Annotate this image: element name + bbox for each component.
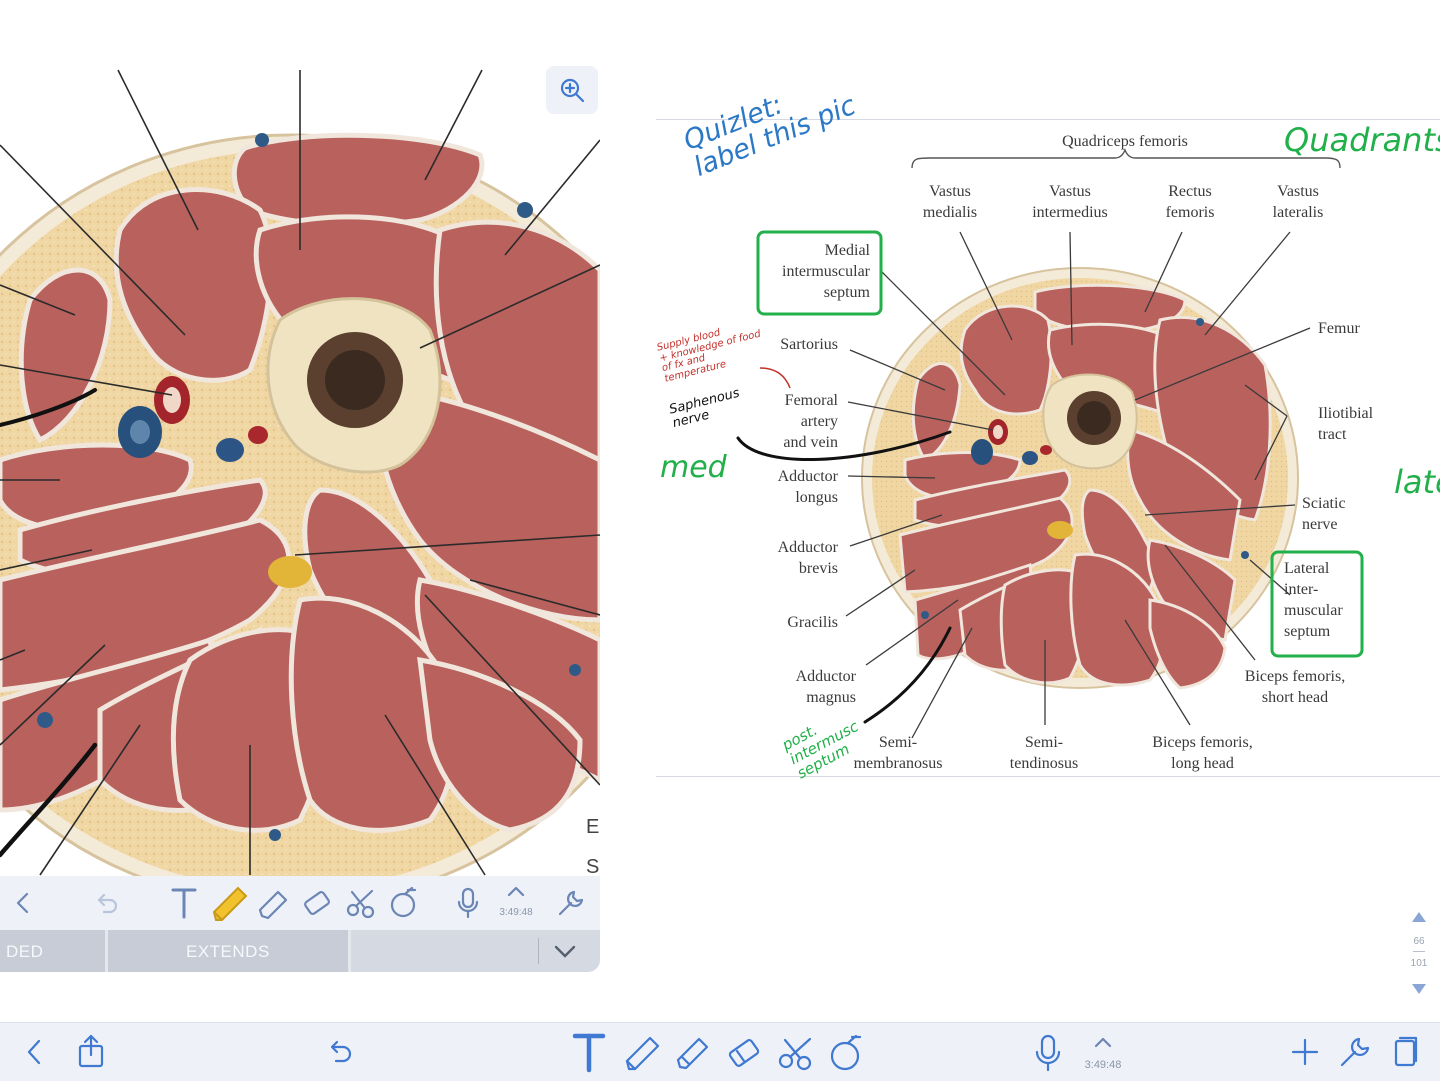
tab-bar: DED EXTENDS xyxy=(0,930,600,972)
label-lateral-intermuscular-septum: Lateral inter- muscular septum xyxy=(1284,560,1343,640)
scissors-icon[interactable] xyxy=(776,1033,816,1073)
page-current: 66 xyxy=(1413,936,1425,947)
eraser-icon[interactable] xyxy=(300,886,334,920)
shapes-icon[interactable] xyxy=(828,1033,866,1073)
label-biceps-femoris-long: Biceps femoris, long head xyxy=(1152,734,1253,772)
pencil-icon[interactable] xyxy=(622,1033,662,1073)
plus-icon[interactable] xyxy=(1290,1037,1320,1067)
label-gracilis: Gracilis xyxy=(787,614,838,631)
page-top-rule xyxy=(656,119,1440,120)
label-sciatic-nerve: Sciatic nerve xyxy=(1302,495,1346,533)
page-divider xyxy=(1413,951,1425,952)
bottom-toolbar: 3:49:48 xyxy=(0,1022,1440,1081)
timer-label: 3:49:48 xyxy=(499,907,533,918)
wrench-icon[interactable] xyxy=(556,888,586,918)
page-up-icon[interactable] xyxy=(1410,910,1428,924)
timer-chevron-icon[interactable] xyxy=(1092,1035,1114,1049)
label-adductor-magnus: Adductor magnus xyxy=(795,668,856,706)
pages-icon[interactable] xyxy=(1390,1035,1420,1069)
page-indicator[interactable]: 66 101 xyxy=(1404,908,1434,1000)
label-vastus-intermedius: Vastus intermedius xyxy=(1032,183,1108,221)
wrench-icon[interactable] xyxy=(1338,1035,1372,1069)
shapes-icon[interactable] xyxy=(388,886,420,920)
partial-text-1: E xyxy=(586,816,600,838)
share-icon[interactable] xyxy=(76,1033,106,1069)
chevron-left-icon[interactable] xyxy=(22,1038,46,1066)
chevron-down-icon[interactable] xyxy=(552,942,578,960)
text-tool-icon[interactable] xyxy=(572,1031,606,1073)
tab-ded[interactable]: DED xyxy=(0,930,108,972)
text-tool-icon[interactable] xyxy=(170,886,198,920)
label-semimembranosus: Semi- membranosus xyxy=(853,734,943,772)
timer-chevron-icon[interactable] xyxy=(505,884,527,898)
panel-toolbar: 3:49:48 xyxy=(0,876,600,930)
tab-extends[interactable]: EXTENDS xyxy=(108,930,351,972)
label-femoral-artery-vein: Femoral artery and vein xyxy=(783,392,838,451)
label-vastus-medialis: Vastus medialis xyxy=(922,183,978,221)
highlighter-icon[interactable] xyxy=(672,1033,712,1073)
timer-label: 3:49:48 xyxy=(1084,1059,1122,1071)
highlighter-icon[interactable] xyxy=(256,886,290,920)
tab-divider xyxy=(538,938,539,964)
label-femur: Femur xyxy=(1318,320,1360,337)
microphone-icon[interactable] xyxy=(1034,1033,1062,1073)
quadriceps-femoris-label: Quadriceps femoris xyxy=(1062,133,1188,150)
thigh-cross-section-figure xyxy=(736,148,1364,739)
handwriting-late: late xyxy=(1394,463,1440,501)
label-rectus-femoris: Rectus femoris xyxy=(1165,183,1215,221)
page-down-icon[interactable] xyxy=(1410,982,1428,996)
handwriting-quadrants: Quadrants xyxy=(1284,121,1440,159)
scissors-icon[interactable] xyxy=(344,886,378,920)
handwriting-med: med xyxy=(660,450,727,485)
label-sartorius: Sartorius xyxy=(780,336,838,353)
label-adductor-brevis: Adductor brevis xyxy=(777,539,838,577)
microphone-icon[interactable] xyxy=(456,886,480,920)
label-semitendinosus: Semi- tendinosus xyxy=(1009,734,1079,772)
tab-ded-label: DED xyxy=(6,942,44,961)
pencil-icon[interactable] xyxy=(208,882,250,924)
label-adductor-longus: Adductor longus xyxy=(777,468,838,506)
zoom-button[interactable] xyxy=(546,66,598,114)
label-vastus-lateralis: Vastus lateralis xyxy=(1272,183,1324,221)
eraser-icon[interactable] xyxy=(724,1033,764,1073)
page-total: 101 xyxy=(1410,958,1428,969)
zoomed-page-panel: E S xyxy=(0,60,600,975)
undo-icon[interactable] xyxy=(95,892,119,914)
label-biceps-femoris-short: Biceps femoris, short head xyxy=(1244,668,1346,706)
thigh-cross-section-zoomed xyxy=(0,69,600,907)
label-medial-intermuscular-septum: Medial intermuscular septum xyxy=(782,242,870,301)
tab-extends-label: EXTENDS xyxy=(186,942,270,961)
chevron-left-icon[interactable] xyxy=(12,891,34,915)
label-iliotibial-tract: Iliotibial tract xyxy=(1318,405,1374,443)
zoom-in-icon xyxy=(559,77,585,103)
undo-icon[interactable] xyxy=(326,1038,354,1066)
partial-text-2: S xyxy=(586,856,600,878)
page-bottom-rule xyxy=(656,776,1440,777)
